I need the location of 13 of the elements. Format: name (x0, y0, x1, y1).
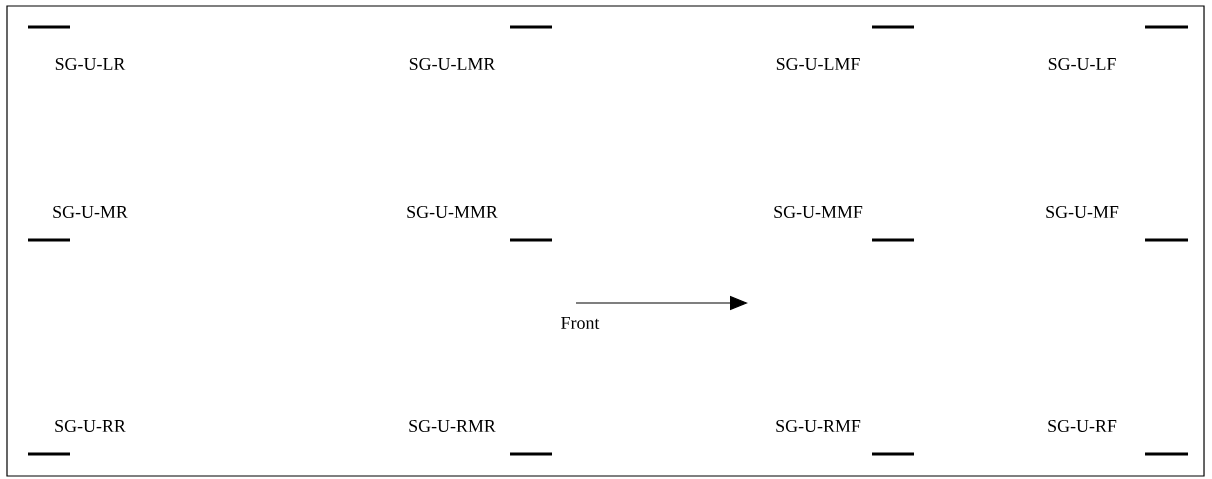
sensor-label: SG-U-RMR (409, 419, 496, 432)
sensor-label: SG-U-MMR (407, 205, 498, 218)
sensor-label: SG-U-RMF (776, 419, 861, 432)
sensor-label: SG-U-LMR (409, 57, 496, 70)
sensor-label: SG-U-RF (1048, 419, 1117, 432)
sensor-label: SG-U-MF (1046, 205, 1119, 218)
sensor-label: SG-U-LF (1048, 57, 1116, 70)
sensor-label: SG-U-RR (55, 419, 126, 432)
sensor-label: SG-U-LR (55, 57, 126, 70)
sensor-label: SG-U-MR (53, 205, 128, 218)
sensor-label: SG-U-MMF (774, 205, 863, 218)
sensor-label: SG-U-LMF (776, 57, 860, 70)
direction-label: Front (561, 317, 600, 329)
